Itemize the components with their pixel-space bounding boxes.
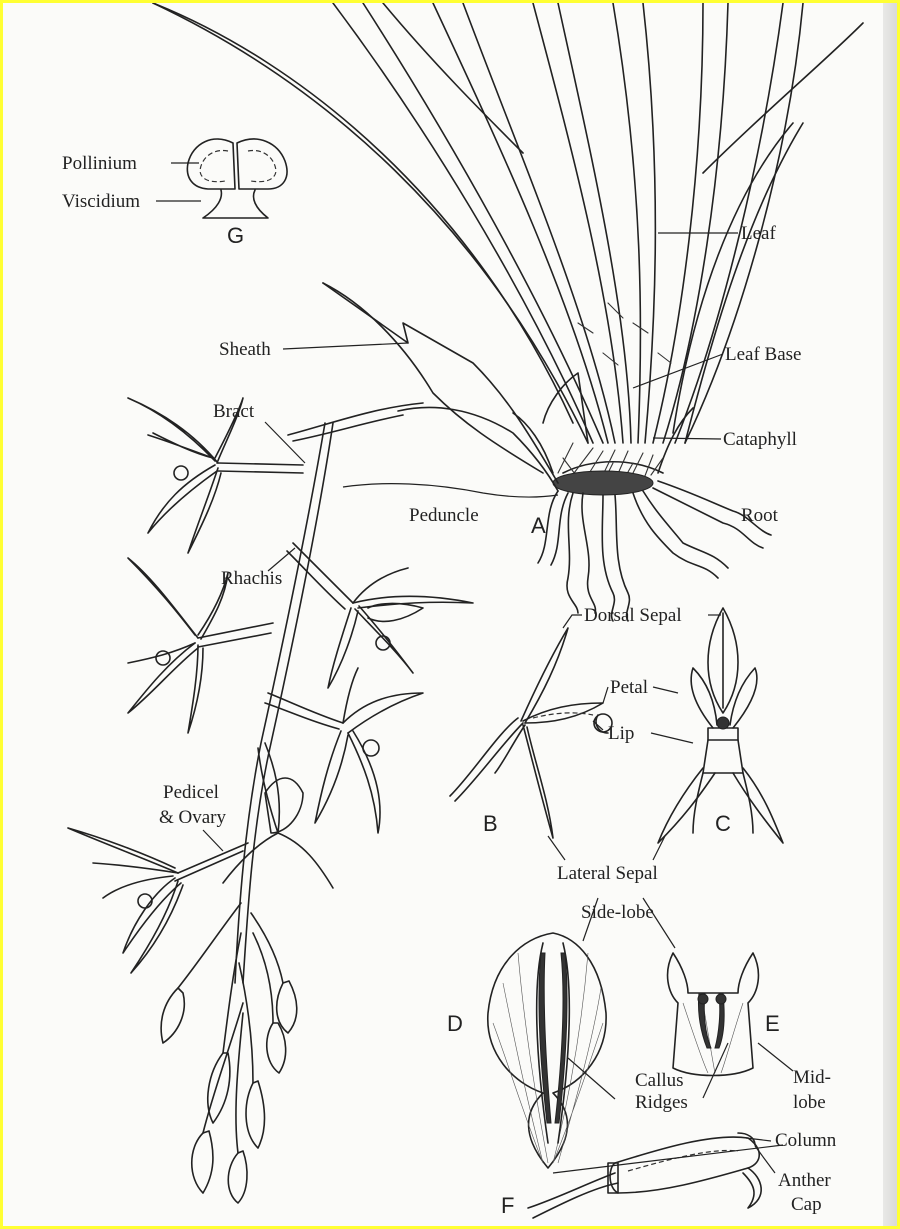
label-bract: Bract — [213, 401, 255, 422]
lip-d-drawing — [488, 933, 606, 1168]
pollinia-drawing — [187, 139, 287, 218]
letter-a: A — [531, 513, 546, 538]
label-petal: Petal — [610, 677, 648, 698]
label-lateral-sepal: Lateral Sepal — [557, 863, 658, 884]
label-mid-lobe-line2: lobe — [793, 1092, 826, 1113]
lip-e-drawing — [668, 953, 759, 1076]
roots-drawing — [538, 481, 771, 621]
label-leaf: Leaf — [741, 223, 776, 244]
label-peduncle: Peduncle — [409, 505, 479, 526]
orchid-drawing: Pollinium Viscidium G Leaf Sheath Leaf B… — [3, 3, 897, 1226]
label-pollinium: Pollinium — [62, 153, 137, 174]
label-callus-line1: Callus — [635, 1070, 684, 1091]
label-viscidium: Viscidium — [62, 191, 140, 212]
label-root: Root — [741, 505, 779, 526]
label-anther-line1: Anther — [778, 1170, 831, 1191]
label-cataphyll: Cataphyll — [723, 429, 797, 450]
flower-b-drawing — [450, 628, 612, 838]
label-pedicel-line2: & Ovary — [159, 807, 227, 828]
flower-5 — [68, 828, 183, 973]
letter-e: E — [765, 1011, 780, 1036]
label-pedicel-line1: Pedicel — [163, 782, 219, 803]
label-callus-line2: Ridges — [635, 1092, 688, 1113]
letter-g: G — [227, 223, 244, 248]
label-rhachis: Rhachis — [221, 568, 282, 589]
label-anther-line2: Cap — [791, 1194, 822, 1215]
rhachis-drawing — [175, 423, 353, 983]
flower-3 — [328, 568, 473, 688]
letter-c: C — [715, 811, 731, 836]
leader-lines — [156, 163, 793, 1173]
flower-c-drawing — [658, 608, 783, 843]
label-lip: Lip — [608, 723, 634, 744]
label-leaf-base: Leaf Base — [725, 344, 801, 365]
label-column: Column — [775, 1130, 837, 1151]
label-sheath: Sheath — [219, 339, 271, 360]
flower-2 — [128, 558, 228, 733]
label-mid-lobe-line1: Mid- — [793, 1067, 831, 1088]
letter-f: F — [501, 1193, 514, 1218]
buds-drawing — [161, 903, 297, 1203]
letter-d: D — [447, 1011, 463, 1036]
label-side-lobe: Side-lobe — [581, 902, 654, 923]
illustration-page: Pollinium Viscidium G Leaf Sheath Leaf B… — [3, 3, 897, 1226]
label-dorsal-sepal: Dorsal Sepal — [584, 605, 682, 626]
sheath-drawing — [288, 283, 558, 497]
letter-b: B — [483, 811, 498, 836]
